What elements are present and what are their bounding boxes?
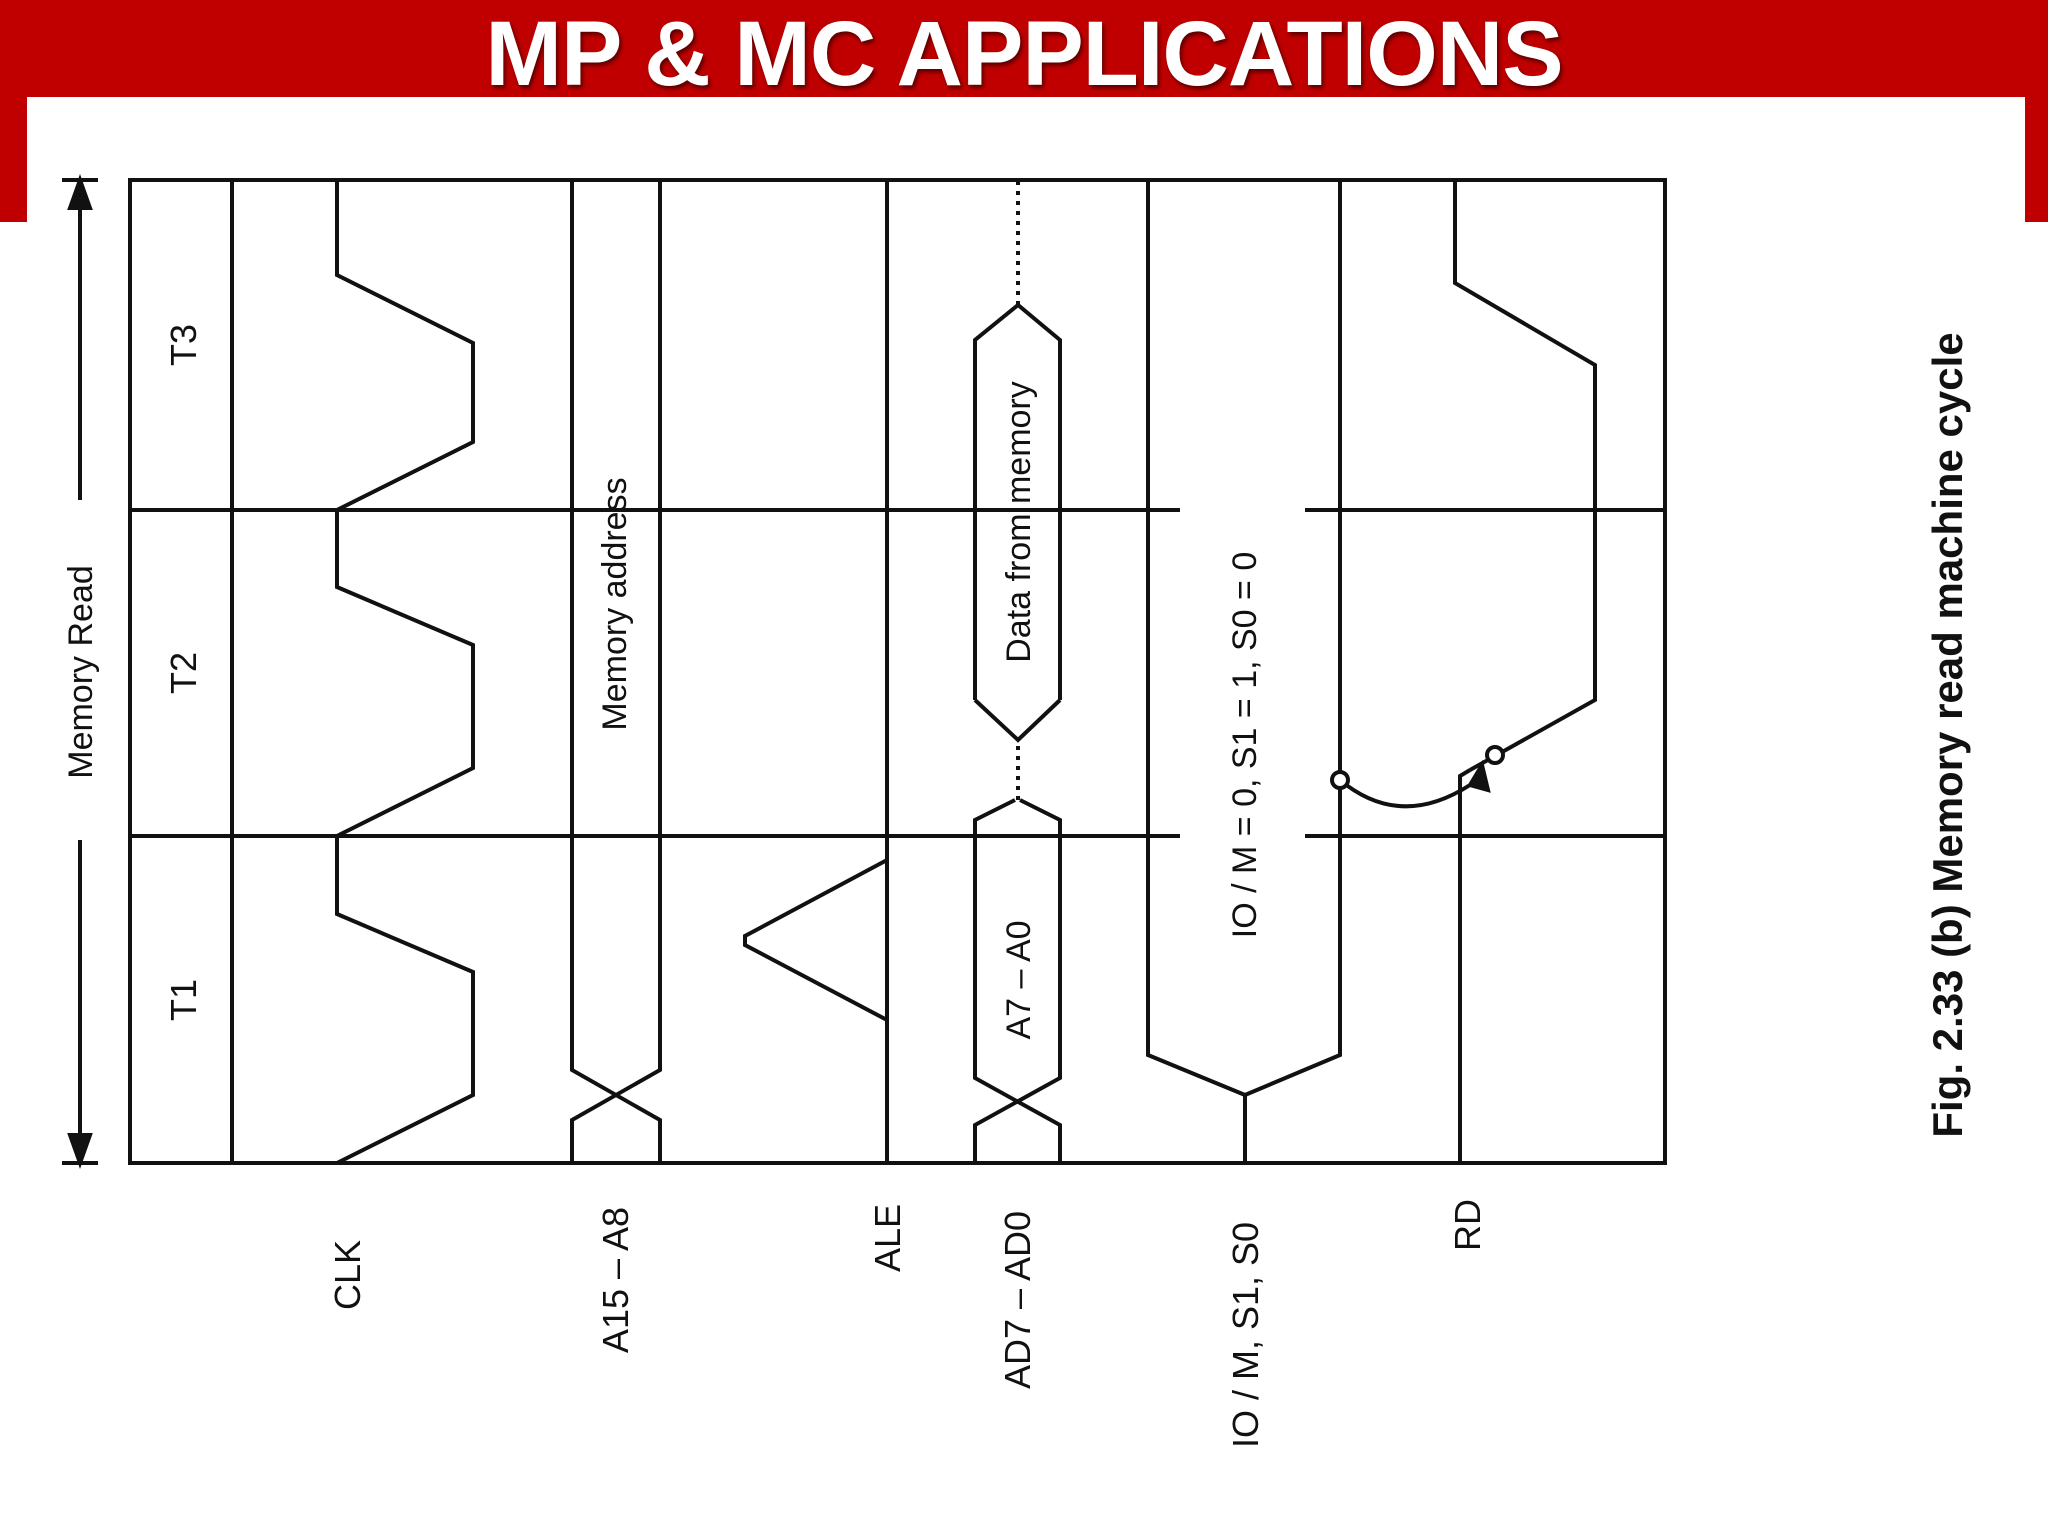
t1-label: T1 — [163, 979, 204, 1021]
rd-active-low — [1453, 180, 1597, 772]
ad7-ad0-signal-label: AD7 – AD0 — [997, 1211, 1038, 1389]
clk-signal-label: CLK — [327, 1240, 368, 1310]
banner-right-edge — [2025, 97, 2048, 222]
clk-waveform — [335, 180, 475, 1165]
memory-read-bottom-arrow — [67, 1133, 93, 1169]
status-left — [1146, 180, 1247, 1163]
ad-bus-data-bottom — [973, 698, 1062, 743]
rd-causal-arrow — [1338, 778, 1472, 809]
slide-title: MP & MC APPLICATIONS — [485, 3, 1563, 105]
a15-a8-signal-label: A15 – A8 — [595, 1207, 636, 1353]
memory-read-gap — [60, 500, 100, 840]
ale-signal-label: ALE — [867, 1204, 908, 1272]
memory-read-label: Memory Read — [62, 565, 100, 779]
rd-arrow-origin — [1330, 770, 1350, 790]
ale-pulse — [743, 858, 888, 1022]
low-address-label: A7 – A0 — [1000, 920, 1038, 1039]
io-m-status-signal-label: IO / M, S1, S0 — [1225, 1222, 1266, 1448]
status-right — [1244, 180, 1342, 1097]
memory-address-label: Memory address — [596, 477, 634, 730]
a15-a8-bus-right — [570, 180, 662, 1163]
rd-lower — [1458, 768, 1472, 1163]
rd-signal-label: RD — [1447, 1199, 1488, 1251]
data-from-memory-label: Data from memory — [1000, 381, 1038, 663]
t2-label: T2 — [163, 652, 204, 694]
ad-bus-left-edge — [973, 798, 1062, 1163]
rd-arrow-head — [1466, 759, 1491, 793]
title-banner — [0, 0, 2048, 97]
status-label: IO / M = 0, S1 = 1, S0 = 0 — [1226, 552, 1264, 938]
banner-left-edge — [0, 97, 27, 222]
diagram-frame — [128, 178, 1667, 1165]
memory-read-top-arrow — [67, 174, 93, 210]
rd-arrow-target — [1485, 745, 1505, 765]
figure-caption: Fig. 2.33 (b) Memory read machine cycle — [1924, 332, 1971, 1137]
t3-label: T3 — [163, 324, 204, 366]
ad-bus-right-edge — [973, 798, 1062, 1163]
